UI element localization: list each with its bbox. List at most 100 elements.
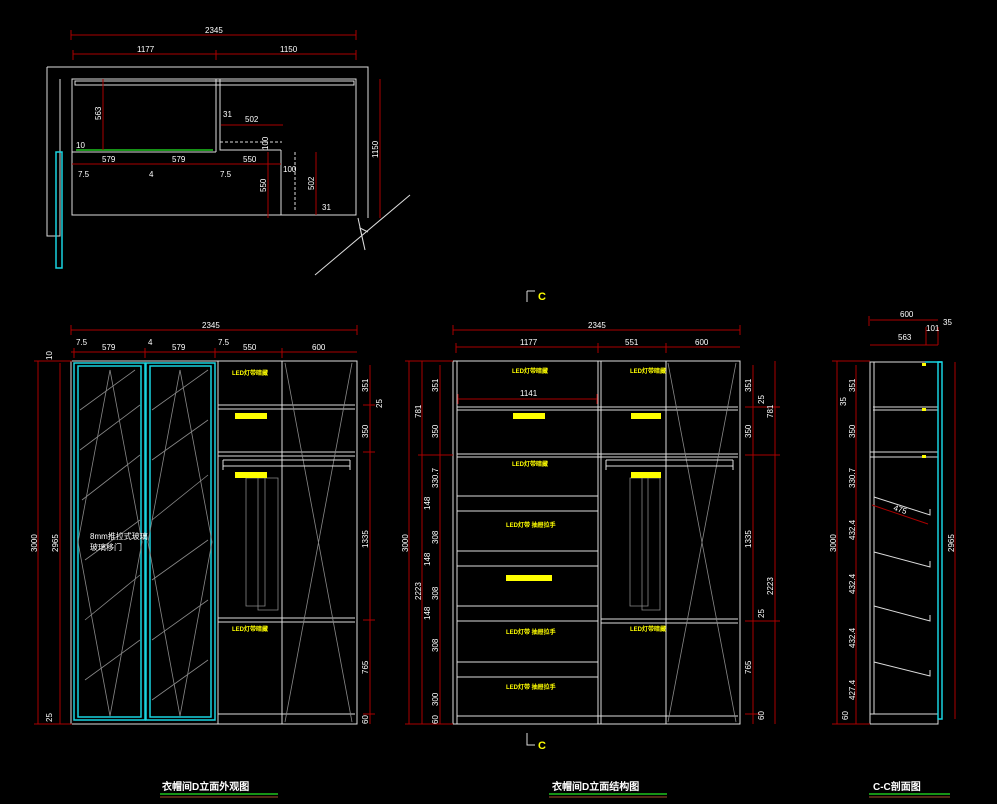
glass-door-right <box>145 362 216 721</box>
dim-60: 60 <box>361 715 370 724</box>
dim-plan-total: 2345 <box>205 26 223 35</box>
dim-r781: 781 <box>766 404 775 418</box>
door-note: 8mm推拉式玻璃 <box>90 531 148 541</box>
dim-r60: 60 <box>757 711 766 720</box>
dim-total: 2345 <box>588 321 606 330</box>
dim-600: 600 <box>312 343 326 352</box>
exterior-elevation: LED灯带暗藏 LED灯带暗藏 8mm推拉式玻璃 玻璃移门 2345 7.5 5… <box>30 321 384 798</box>
dim-plan-left: 1177 <box>137 45 155 54</box>
section-mark-top: C <box>526 290 546 303</box>
svg-text:C: C <box>538 291 546 303</box>
dim-60: 60 <box>841 711 850 720</box>
dim-330-7: 330.7 <box>848 467 857 488</box>
dim-550: 550 <box>243 343 257 352</box>
dim-l148c: 148 <box>423 606 432 620</box>
dim-l300: 300 <box>431 692 440 706</box>
drawing-title: 衣帽间D立面外观图 <box>162 780 249 793</box>
led-label: LED灯带暗藏 <box>512 460 548 468</box>
structure-elevation: LED灯带暗藏 LED灯带暗藏 LED灯带暗藏 LED灯带 抽屉拉手 LED灯带… <box>401 321 780 798</box>
led-label: LED灯带 抽屉拉手 <box>506 521 556 529</box>
dim-r1335: 1335 <box>744 530 753 548</box>
dim-351: 351 <box>361 378 370 392</box>
dim-600: 600 <box>900 310 914 319</box>
dim-l350: 350 <box>431 424 440 438</box>
led-label: LED灯带 抽屉拉手 <box>506 683 556 691</box>
dim-1141: 1141 <box>520 389 538 398</box>
dim-1177: 1177 <box>520 338 538 347</box>
dim-2965: 2965 <box>947 534 956 552</box>
dim-550: 550 <box>243 155 257 164</box>
dim-10: 10 <box>45 351 54 360</box>
dim-r351: 351 <box>744 378 753 392</box>
drawing-title: C-C剖面图 <box>873 780 921 793</box>
dim-3000: 3000 <box>829 534 838 552</box>
dim-100b: 100 <box>283 165 297 174</box>
dim-r2223: 2223 <box>766 577 775 595</box>
dim-3000: 3000 <box>30 534 39 552</box>
dim-7-5a: 7.5 <box>78 170 90 179</box>
led-label: LED灯带暗藏 <box>232 369 268 377</box>
dim-7-5a: 7.5 <box>76 338 88 347</box>
dim-1150v: 1150 <box>371 140 380 158</box>
dim-432-4b: 432.4 <box>848 573 857 594</box>
led-label: LED灯带暗藏 <box>512 367 548 375</box>
section-mark-bottom: C <box>526 733 546 752</box>
drawing-title: 衣帽间D立面结构图 <box>552 780 639 793</box>
dim-plan-right: 1150 <box>280 45 298 54</box>
dim-475: 475 <box>892 503 908 516</box>
dim-10: 10 <box>76 141 85 150</box>
led-label: LED灯带暗藏 <box>630 625 666 633</box>
glass-door-left <box>73 362 146 721</box>
dim-7-5b: 7.5 <box>218 338 230 347</box>
led-label: LED灯带暗藏 <box>630 367 666 375</box>
dim-35l: 35 <box>839 397 848 406</box>
dim-432-4a: 432.4 <box>848 519 857 540</box>
dim-427-4: 427.4 <box>848 679 857 700</box>
dim-351: 351 <box>848 378 857 392</box>
dim-579b: 579 <box>172 155 186 164</box>
dim-l308b: 308 <box>431 586 440 600</box>
dim-l60: 60 <box>431 715 440 724</box>
plan-view: 2345 1177 1150 563 1150 579 579 550 7.5 … <box>46 26 411 276</box>
section-c-c: 600 563 101 35 3000 2965 351 35 350 330.… <box>829 310 956 798</box>
dim-25r: 25 <box>375 399 384 408</box>
dim-35: 35 <box>943 318 952 327</box>
dim-100a: 100 <box>261 136 270 150</box>
dim-781: 781 <box>414 404 423 418</box>
dim-2965: 2965 <box>51 534 60 552</box>
dim-31a: 31 <box>223 110 232 119</box>
dim-432-4c: 432.4 <box>848 627 857 648</box>
sliding-door-plan <box>55 151 63 269</box>
dim-550v: 550 <box>259 178 268 192</box>
led-label: LED灯带暗藏 <box>232 625 268 633</box>
dim-579a: 579 <box>102 155 116 164</box>
dim-25: 25 <box>45 713 54 722</box>
dim-l330-7: 330.7 <box>431 467 440 488</box>
dim-r350: 350 <box>744 424 753 438</box>
dim-579b: 579 <box>172 343 186 352</box>
dim-2223: 2223 <box>414 582 423 600</box>
dim-579a: 579 <box>102 343 116 352</box>
dim-31b: 31 <box>322 203 331 212</box>
dim-765: 765 <box>361 660 370 674</box>
dim-r25b: 25 <box>757 609 766 618</box>
dim-563: 563 <box>898 333 912 342</box>
dim-502v: 502 <box>307 176 316 190</box>
dim-r765: 765 <box>744 660 753 674</box>
dim-350: 350 <box>361 424 370 438</box>
led-label: LED灯带 抽屉拉手 <box>506 628 556 636</box>
dim-l308c: 308 <box>431 638 440 652</box>
dim-502h: 502 <box>245 115 259 124</box>
dim-total: 2345 <box>202 321 220 330</box>
dim-r25: 25 <box>757 395 766 404</box>
dim-551: 551 <box>625 338 639 347</box>
dim-4: 4 <box>149 170 154 179</box>
dim-4: 4 <box>148 338 153 347</box>
dim-l148a: 148 <box>423 496 432 510</box>
dim-l351: 351 <box>431 378 440 392</box>
dim-l308a: 308 <box>431 530 440 544</box>
dim-7-5b: 7.5 <box>220 170 232 179</box>
dim-101: 101 <box>926 324 940 333</box>
dim-l148b: 148 <box>423 552 432 566</box>
dim-3000: 3000 <box>401 534 410 552</box>
